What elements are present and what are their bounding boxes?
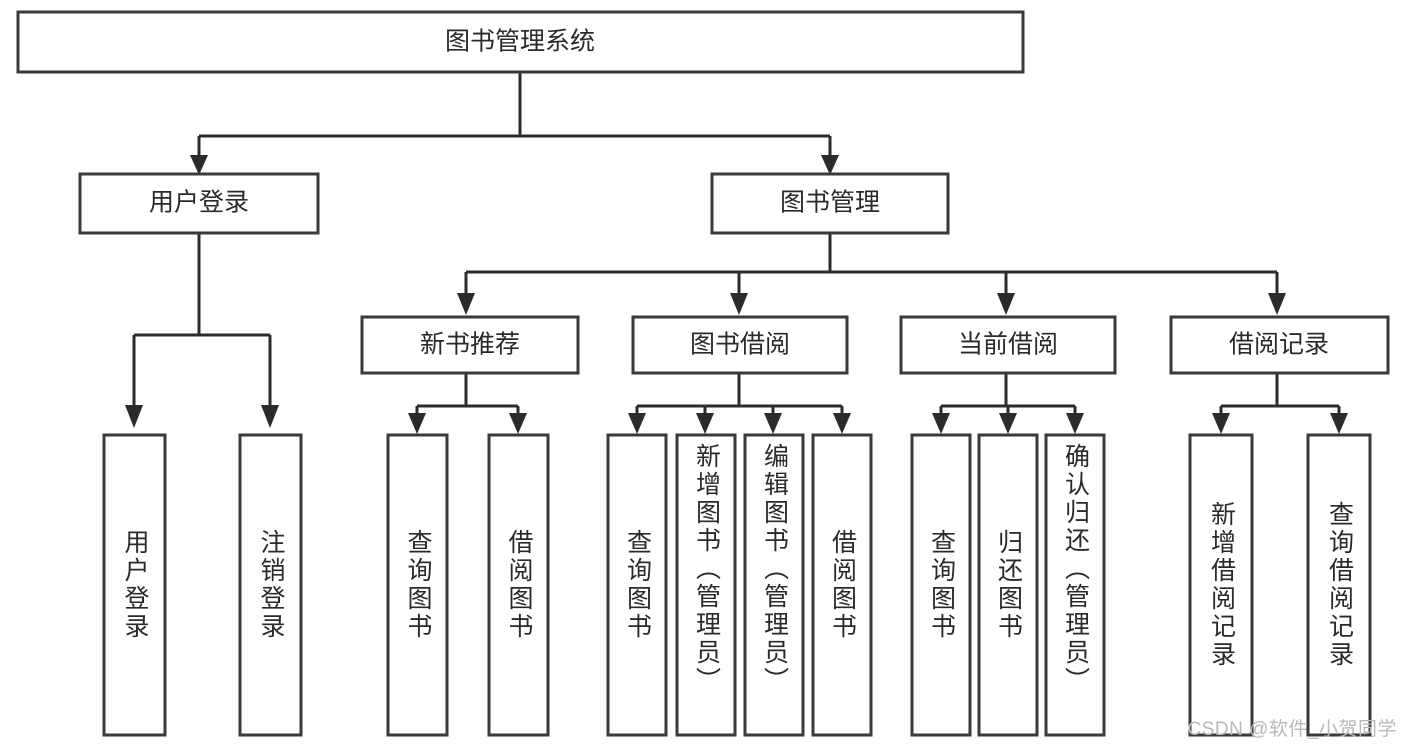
leaf-borrow-book-1-box[interactable]: [487, 433, 550, 737]
node-book-borrow-box[interactable]: [631, 315, 849, 375]
leaf-query-record-box[interactable]: [1306, 433, 1372, 737]
arrowhead-leaf-user-logout: [261, 405, 279, 428]
arrowhead-leaf-user-login: [125, 405, 143, 428]
node-book-manage-label: 图书管理: [780, 189, 880, 217]
arrowhead-book-borrow: [730, 293, 748, 315]
node-book-borrow-label: 图书借阅: [690, 331, 790, 359]
node-current-borrow-box[interactable]: [899, 315, 1117, 375]
node-root-box[interactable]: [16, 10, 1025, 74]
arrowhead-borrow-record: [1268, 293, 1286, 315]
leaf-confirm-return-box[interactable]: [1044, 433, 1106, 737]
arrowhead-leaf-confirm-return: [1066, 413, 1084, 434]
node-borrow-record-label: 借阅记录: [1229, 331, 1329, 359]
leaf-query-book-1-box[interactable]: [386, 433, 449, 737]
csdn-watermark: CSDN @软件_小贺同学: [1187, 719, 1397, 740]
arrowhead-leaf-query-book-2: [628, 413, 646, 434]
arrowhead-current-borrow: [997, 293, 1015, 315]
node-user-login-label: 用户登录: [149, 189, 249, 217]
arrowhead-leaf-add-record: [1212, 413, 1230, 434]
node-layer: [16, 10, 1390, 737]
node-new-book-recommend-label: 新书推荐: [420, 331, 520, 359]
arrowhead-leaf-borrow-book-1: [509, 413, 527, 434]
leaf-return-book-box[interactable]: [977, 433, 1039, 737]
arrowhead-leaf-query-book-1: [408, 413, 426, 434]
node-user-login-box[interactable]: [78, 172, 320, 235]
leaf-query-book-2-box[interactable]: [606, 433, 668, 737]
leaf-query-book-3-box[interactable]: [910, 433, 972, 737]
arrowhead-book-manage: [821, 155, 839, 175]
arrowhead-user-login: [190, 155, 208, 175]
leaf-add-book-box[interactable]: [675, 433, 737, 737]
connector-layer: [125, 72, 1348, 434]
leaf-user-logout-box[interactable]: [238, 433, 303, 737]
arrowhead-leaf-query-book-3: [932, 413, 950, 434]
node-borrow-record-box[interactable]: [1169, 315, 1390, 375]
arrowhead-leaf-query-record: [1330, 413, 1348, 434]
leaf-borrow-book-2-box[interactable]: [811, 433, 873, 737]
arrowhead-leaf-edit-book: [764, 413, 782, 434]
label-layer: 图书管理系统 用户登录 图书管理 新书推荐 图书借阅 当前借阅 借阅记录: [149, 28, 1329, 359]
arrowhead-leaf-borrow-book-2: [833, 413, 851, 434]
node-book-manage-box[interactable]: [710, 172, 950, 235]
node-root-label: 图书管理系统: [445, 28, 595, 56]
arrowhead-leaf-add-book: [696, 413, 714, 434]
leaf-add-record-box[interactable]: [1188, 433, 1254, 737]
arrowhead-leaf-return-book: [999, 413, 1017, 434]
arrowhead-new-book: [457, 293, 475, 315]
leaf-user-login-box[interactable]: [102, 433, 167, 737]
node-new-book-recommend-box[interactable]: [360, 315, 580, 375]
node-current-borrow-label: 当前借阅: [958, 331, 1058, 359]
leaf-edit-book-box[interactable]: [743, 433, 805, 737]
